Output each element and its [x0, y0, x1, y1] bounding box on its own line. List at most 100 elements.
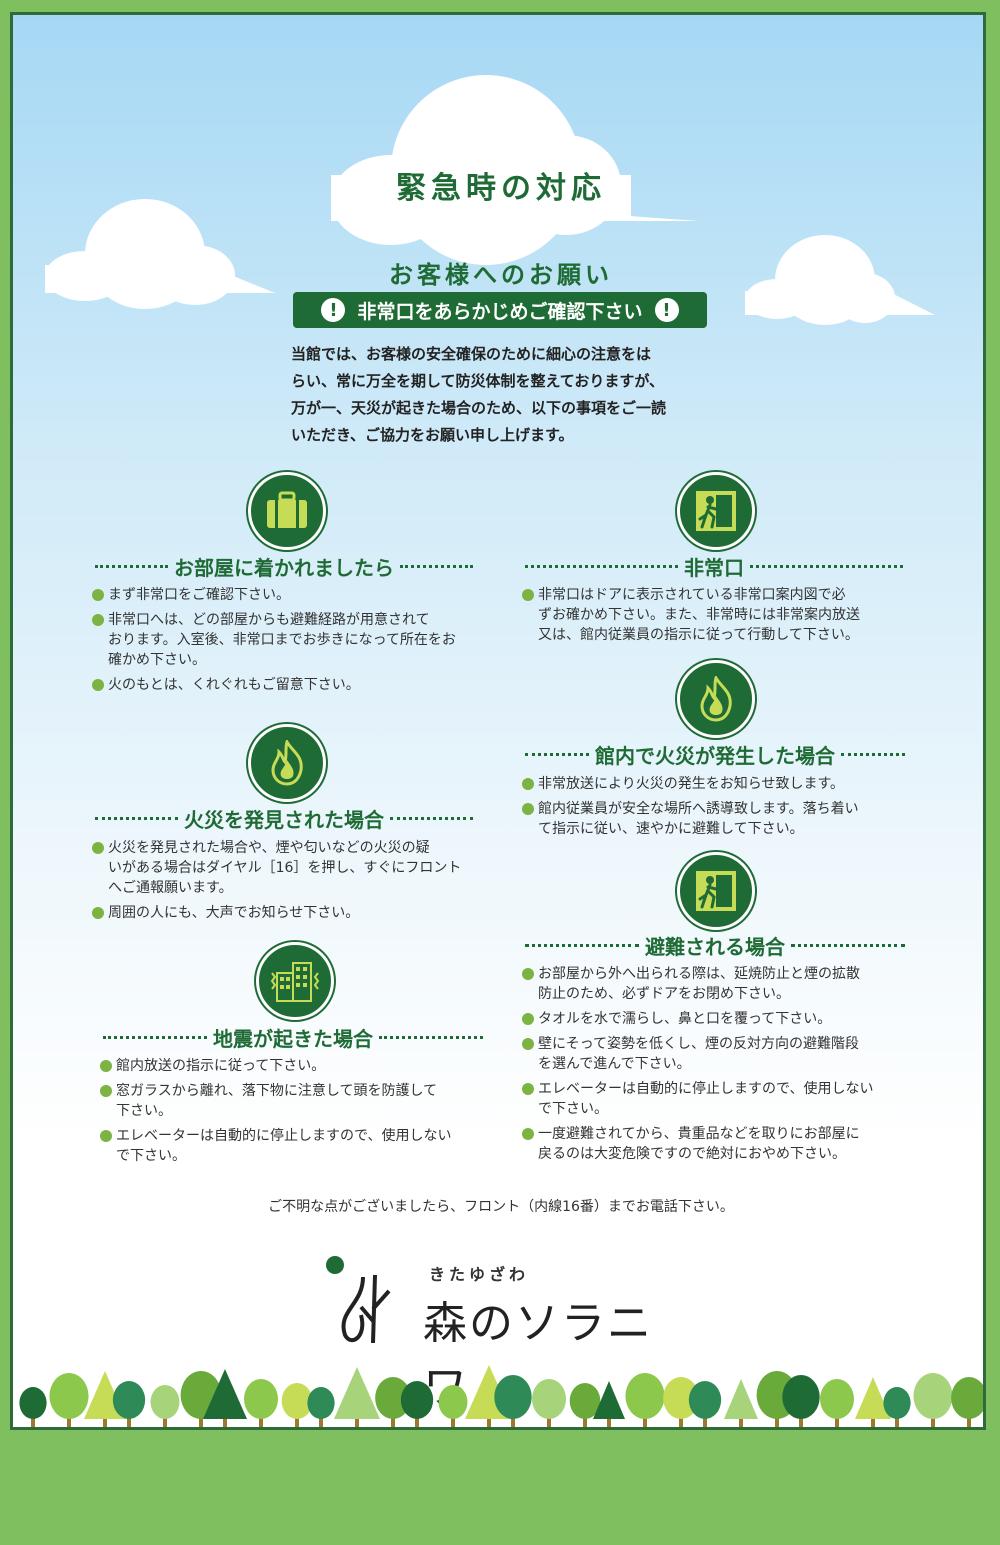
- tree-trunk: [127, 1415, 131, 1427]
- list-evacuation: お部屋から外へ出られる際は、延焼防止と煙の拡散 防止のため、必ずドアをお閉め下さ…: [521, 964, 921, 1169]
- tree-trunk: [355, 1415, 359, 1427]
- tree-trunk: [547, 1415, 551, 1427]
- flame-icon: [677, 660, 755, 738]
- tree-crown: [688, 1381, 722, 1419]
- emergency-exit-icon: [677, 472, 755, 550]
- tree-crown: [49, 1373, 89, 1419]
- tree-trunk: [583, 1415, 587, 1427]
- list-item: お部屋から外へ出られる際は、延焼防止と煙の拡散 防止のため、必ずドアをお閉め下さ…: [521, 964, 921, 1004]
- tree-trunk: [895, 1415, 899, 1427]
- tree-trunk: [319, 1415, 323, 1427]
- section-heading-arrival: お部屋に着かれましたら: [89, 552, 479, 581]
- tree-crown: [438, 1385, 468, 1419]
- logo-mark-icon: [326, 1256, 391, 1344]
- tree-trunk: [739, 1415, 743, 1427]
- tree-crown: [334, 1367, 380, 1419]
- list-item: 一度避難されてから、貴重品などを取りにお部屋に 戻るのは大変危険ですので絶対にお…: [521, 1124, 921, 1164]
- list-item: 周囲の人にも、大声でお知らせ下さい。: [91, 903, 491, 923]
- intro-text: 当館では、お客様の安全確保のために細心の注意をは らい、常に万全を期して防災体制…: [291, 345, 667, 444]
- tree-crown: [203, 1369, 247, 1419]
- tree-trunk: [931, 1415, 935, 1427]
- tree-trunk: [391, 1415, 395, 1427]
- tree-trunk: [775, 1415, 779, 1427]
- tree-trunk: [295, 1415, 299, 1427]
- section-heading-exit: 非常口: [519, 552, 909, 581]
- tree-crown: [951, 1377, 983, 1419]
- tree-trunk: [799, 1415, 803, 1427]
- tree-trunk: [67, 1415, 71, 1427]
- tree-trunk: [607, 1415, 611, 1427]
- list-item: エレベーターは自動的に停止しますので、使用しない で下さい。: [521, 1079, 921, 1119]
- list-item: 館内放送の指示に従って下さい。: [99, 1056, 499, 1076]
- list-exit: 非常口はドアに表示されている非常口案内図で必 ずお確かめ下さい。また、非常時には…: [521, 585, 921, 650]
- tree-trunk: [163, 1415, 167, 1427]
- cloud-left: [45, 199, 275, 309]
- list-arrival: まず非常口をご確認下さい。 非常口へは、どの部屋からも避難経路が用意されて おり…: [91, 585, 491, 700]
- tree-crown: [913, 1373, 953, 1419]
- section-heading-earthquake: 地震が起きた場合: [97, 1023, 489, 1052]
- list-item: 窓ガラスから離れ、落下物に注意して頭を防護して 下さい。: [99, 1081, 499, 1121]
- tree-trunk: [415, 1415, 419, 1427]
- tree-trunk: [199, 1415, 203, 1427]
- banner-text: 非常口をあらかじめご確認下さい: [357, 300, 643, 323]
- list-item: エレベーターは自動的に停止しますので、使用しない で下さい。: [99, 1126, 499, 1166]
- footer-note: ご不明な点がございましたら、フロント（内線16番）までお電話下さい。: [268, 1199, 734, 1215]
- list-item: 非常口はドアに表示されている非常口案内図で必 ずお確かめ下さい。また、非常時には…: [521, 585, 921, 645]
- cloud-top: [331, 75, 699, 265]
- tree-crown: [307, 1387, 335, 1419]
- tree-trunk: [679, 1415, 683, 1427]
- tree-trunk: [223, 1415, 227, 1427]
- notice-banner: ! 非常口をあらかじめご確認下さい !: [293, 292, 707, 328]
- tree-trunk: [703, 1415, 707, 1427]
- tree-crown: [724, 1379, 758, 1419]
- tree-crown: [663, 1377, 699, 1419]
- tree-crown: [400, 1381, 434, 1419]
- section-heading-fire-inside: 館内で火災が発生した場合: [519, 740, 911, 769]
- subtitle: お客様へのお願い: [389, 261, 613, 289]
- flame-icon: [248, 724, 326, 802]
- list-fire-inside: 非常放送により火災の発生をお知らせ致します。 館内従業員が安全な場所へ誘導致しま…: [521, 774, 921, 844]
- tree-trunk: [451, 1415, 455, 1427]
- logo-kana: きたゆざわ: [429, 1265, 530, 1284]
- list-item: 火のもとは、くれぐれもご留意下さい。: [91, 675, 491, 695]
- tree-crown: [855, 1377, 891, 1419]
- page-title: 緊急時の対応: [396, 171, 606, 206]
- poster-frame: 緊急時の対応 お客様へのお願い ! 非常口をあらかじめご確認下さい ! 当館では…: [10, 12, 986, 1430]
- tree-trunk: [103, 1415, 107, 1427]
- tree-border: [19, 1365, 983, 1427]
- tree-crown: [19, 1387, 47, 1419]
- list-earthquake: 館内放送の指示に従って下さい。 窓ガラスから離れ、落下物に注意して頭を防護して …: [99, 1056, 499, 1171]
- tree-crown: [244, 1379, 278, 1419]
- tree-crown: [150, 1385, 180, 1419]
- tree-trunk: [967, 1415, 971, 1427]
- list-item: 非常放送により火災の発生をお知らせ致します。: [521, 774, 921, 794]
- logo: きたゆざわ 森のソラニワ: [323, 1255, 683, 1413]
- tree-crown: [569, 1383, 601, 1419]
- tree-trunk: [835, 1415, 839, 1427]
- list-item: 館内従業員が安全な場所へ誘導致します。落ち着い て指示に従い、速やかに避難して下…: [521, 799, 921, 839]
- list-fire-found: 火災を発見された場合や、煙や匂いなどの火災の疑 いがある場合はダイヤル［16］を…: [91, 838, 491, 928]
- emergency-exit-icon: [677, 852, 755, 930]
- tree-trunk: [871, 1415, 875, 1427]
- building-icon: [256, 942, 334, 1020]
- list-item: 壁にそって姿勢を低くし、煙の反対方向の避難階段 を選んで進んで下さい。: [521, 1034, 921, 1074]
- tree-trunk: [511, 1415, 515, 1427]
- tree-trunk: [487, 1415, 491, 1427]
- tree-trunk: [643, 1415, 647, 1427]
- tree-crown: [625, 1373, 665, 1419]
- suitcase-icon: [248, 472, 326, 550]
- tree-crown: [112, 1381, 146, 1419]
- tree-trunk: [31, 1415, 35, 1427]
- list-item: まず非常口をご確認下さい。: [91, 585, 491, 605]
- tree-crown: [532, 1379, 566, 1419]
- tree-crown: [494, 1375, 532, 1419]
- list-item: タオルを水で濡らし、鼻と口を覆って下さい。: [521, 1009, 921, 1029]
- list-item: 火災を発見された場合や、煙や匂いなどの火災の疑 いがある場合はダイヤル［16］を…: [91, 838, 491, 898]
- tree-crown: [820, 1379, 854, 1419]
- tree-crown: [375, 1377, 411, 1419]
- exclamation-icon: !: [321, 298, 346, 322]
- section-heading-evacuation: 避難される場合: [519, 931, 911, 960]
- exclamation-icon: !: [654, 298, 679, 322]
- tree-crown: [281, 1383, 313, 1419]
- tree-crown: [883, 1387, 911, 1419]
